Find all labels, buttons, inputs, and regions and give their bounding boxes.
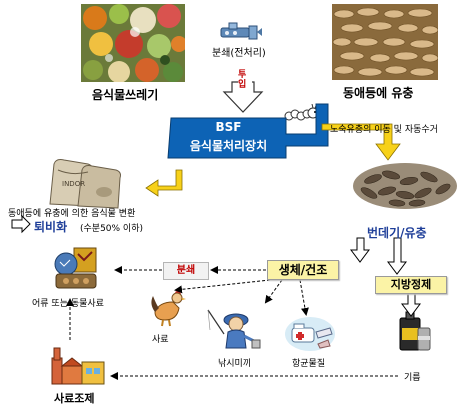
pupae-to-fat-arrow xyxy=(387,237,407,275)
live-to-rooster-arrow xyxy=(174,279,271,294)
live-to-bait-arrow xyxy=(264,279,283,304)
feed-mfg-label: 사료조제 xyxy=(54,392,95,405)
bsf-machine-shape xyxy=(167,103,329,159)
live-dry-box: 생체/건조 xyxy=(267,260,339,280)
food-waste-photo xyxy=(81,4,185,82)
bsf-title: BSF xyxy=(215,120,242,134)
caterpillar-icon xyxy=(283,104,323,124)
fat-to-oil-arrow xyxy=(401,291,421,317)
collect-arrow xyxy=(321,123,401,161)
compost-arrow xyxy=(145,169,183,197)
larvae-label: 동애등에 유충 xyxy=(343,86,414,100)
fishing-bait-label: 낚시미끼 xyxy=(218,359,252,369)
conversion-desc-label: 동애등에 유충에 의한 음식물 변환 xyxy=(8,209,136,219)
input-arrow xyxy=(222,81,264,113)
compost-bags-icon: INDOR xyxy=(44,150,128,210)
compost-label: 퇴비화 xyxy=(34,220,68,234)
antibiotic-label: 항균물질 xyxy=(292,359,326,369)
input-tag: 투입 xyxy=(238,70,252,90)
auto-collect-label: 노숙유충의 이동 및 자동수거 xyxy=(330,125,438,135)
oil-can-icon xyxy=(396,308,432,352)
compost-indicator-arrow xyxy=(11,214,31,234)
pupae-to-live-arrow xyxy=(350,237,370,263)
feed-label: 사료 xyxy=(152,335,169,345)
factory-icon xyxy=(50,344,108,386)
svg-text:INDOR: INDOR xyxy=(62,180,85,188)
bsf-subtitle: 음식물처리장치 xyxy=(189,139,268,153)
crush-label: 분쇄(전처리) xyxy=(212,48,266,59)
grinder-icon xyxy=(219,22,263,42)
antibacterial-icon xyxy=(284,316,336,352)
compost-note: (수분50% 이하) xyxy=(80,224,144,234)
larvae-photo xyxy=(332,4,438,80)
pupae-photo xyxy=(353,163,457,209)
live-to-antibacterial-arrow xyxy=(299,279,309,316)
fisherman-icon xyxy=(206,308,262,352)
fish-feed-label: 어류 또는 동물사료 xyxy=(32,299,104,309)
animal-feed-icon xyxy=(52,244,104,292)
grind-box: 분쇄 xyxy=(163,262,209,280)
fat-purify-box: 지방정제 xyxy=(375,276,447,294)
food-waste-label: 음식물쓰레기 xyxy=(92,88,159,102)
oil-label: 기름 xyxy=(404,373,421,383)
pupae-label: 번데기/유충 xyxy=(367,226,427,240)
